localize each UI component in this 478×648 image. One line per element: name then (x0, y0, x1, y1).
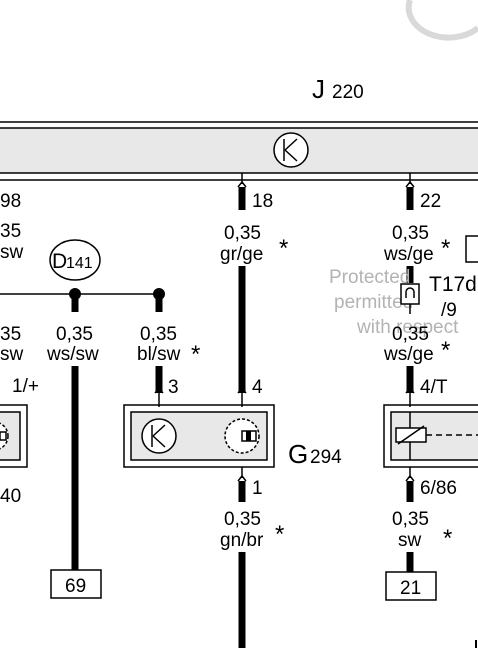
wire-left-top-gauge: 35 (0, 221, 21, 242)
watermark-line-2: permitted (334, 292, 413, 313)
wire-sw-gauge: 0,35 (392, 509, 429, 530)
pin-label-98: 98 (0, 191, 21, 212)
logo-arc-icon (405, 0, 478, 41)
connector-code: T17d (429, 273, 477, 296)
wire-blsw-color: bl/sw (137, 344, 181, 365)
pin-connector-686 (405, 474, 415, 482)
relay-d141: D 141 (49, 239, 101, 281)
wire-wssw-color: ws/sw (46, 344, 99, 365)
sensor-code: G (288, 439, 308, 469)
wire-wsge1-gauge: 0,35 (392, 223, 429, 244)
module-number: 220 (332, 82, 364, 103)
wire-blsw-gauge: 0,35 (140, 324, 177, 345)
wire-gnbr-color: gn/br (220, 530, 264, 551)
wire-sw-color: sw (398, 530, 422, 551)
module-housing-body (0, 127, 478, 174)
ref-box-69 (50, 569, 102, 599)
ref-21: 21 (400, 578, 421, 599)
wire-grge-gauge: 0,35 (224, 223, 261, 244)
wire-left-mid-gauge: 35 (0, 324, 21, 345)
pin-connector-4 (237, 386, 247, 394)
pin-connector-1 (237, 474, 247, 482)
wire-wsge2-star: * (441, 337, 450, 364)
pin-label-1plus: 1/+ (12, 376, 39, 397)
watermark-line-3: with respect (356, 317, 459, 338)
wire-wsge1-star: * (441, 235, 450, 262)
wire-sw-star: * (443, 525, 452, 552)
wire-wsge2-color: ws/ge (383, 344, 434, 365)
wire-grge-star: * (279, 235, 288, 262)
relay-component (383, 404, 478, 468)
pin-connector-4T (405, 386, 415, 394)
module-housing-outline (0, 121, 478, 181)
relay-code: D (52, 250, 67, 273)
connector-t17d-icon (400, 283, 420, 314)
left-sensor-plug (0, 431, 7, 441)
pin-label-22: 22 (420, 191, 441, 212)
pin-label-18: 18 (252, 191, 273, 212)
wire-wsge2-gauge: 0,35 (392, 324, 429, 345)
module-code: J (312, 74, 325, 104)
wire-left-top-color: sw (0, 242, 24, 263)
pin-connector-18 (237, 180, 247, 188)
pin-label-40: 40 (0, 486, 21, 507)
pin-label-3: 3 (168, 377, 179, 398)
pin-label-686: 6/86 (420, 478, 457, 499)
pin-connector-3 (154, 386, 164, 394)
sensor-transistor-icon (141, 418, 177, 454)
wire-gnbr-gauge: 0,35 (224, 509, 261, 530)
ref-box-21 (385, 571, 437, 601)
sensor-element-icon (224, 418, 260, 454)
sensor-g294 (123, 404, 275, 468)
wire-wssw-gauge: 0,35 (56, 324, 93, 345)
sensor-number: 294 (310, 447, 342, 468)
left-component-outer (0, 404, 28, 468)
pin-label-4T: 4/T (420, 377, 448, 398)
pin-label-1: 1 (252, 478, 263, 499)
wire-grge-color: gr/ge (220, 244, 263, 265)
pin-label-4: 4 (252, 377, 263, 398)
ref-box-partial (465, 235, 478, 263)
watermark-line-1: Protected (329, 267, 410, 288)
wire-gnbr-star: * (275, 521, 284, 548)
wire-left-mid-color: sw (0, 344, 24, 365)
pin-connector-22 (405, 180, 415, 188)
wire-blsw-star: * (191, 341, 200, 368)
ref-69: 69 (65, 576, 86, 597)
wire-wsge1-color: ws/ge (383, 244, 434, 265)
connector-pin: /9 (441, 300, 457, 321)
left-component-body (0, 411, 21, 461)
transistor-icon (273, 132, 309, 168)
relay-number: 141 (66, 255, 93, 272)
